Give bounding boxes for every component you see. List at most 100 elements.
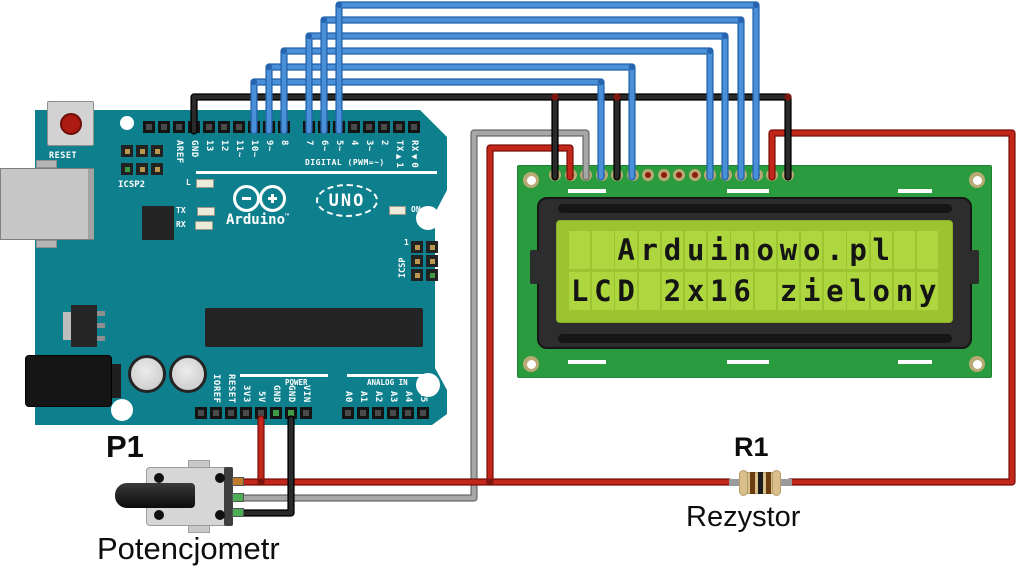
lcd-silk-dash [727,189,769,193]
arduino-pin-contact [213,410,219,416]
lcd-cell [893,231,916,269]
brand-trademark: ™ [285,212,290,221]
arduino-pin-contact [243,410,249,416]
arduino-pin-contact [351,124,357,130]
pin-label: 11~ [234,140,244,158]
icsp-pin-contact [154,166,160,172]
wire-bend-dot [628,63,636,71]
lcd-cell: l [847,272,869,310]
lcd-silk-dash [898,189,932,193]
pin-label: A0 [343,391,353,404]
capacitor-2 [169,355,207,393]
barrel-jack [25,355,112,407]
lcd-cell: z [777,272,800,310]
usb-connector [0,168,94,240]
icsp2-label: ICSP2 [118,180,146,190]
regulator-leg-2 [97,323,105,328]
arduino-pin-contact [266,124,272,130]
wire-junction-dot [551,93,559,101]
wire-bend-dot [721,32,729,40]
led-rx-label: RX [176,220,186,229]
arduino-pin-contact [306,124,312,130]
reset-button-cap [60,113,82,135]
potentiometer-backplate [224,467,233,526]
icsp-pin-contact [414,244,420,250]
pot-terminal-vcc [232,477,244,486]
lcd-mount-hole [526,175,536,185]
pin-label: A2 [373,391,383,404]
lcd-silk-dash [568,189,606,193]
lcd-cell: e [824,272,846,310]
arduino-pin-contact [345,410,351,416]
pot-screw-4 [215,510,225,520]
pin-label: 13 [204,140,214,152]
lcd-pin-hole [583,172,589,178]
lcd-pin-hole [707,172,713,178]
regulator-leg-1 [97,311,105,316]
lcd-bezel-groove-top [558,204,952,213]
barrel-jack-step [112,364,121,398]
pot-screw-1 [154,473,164,483]
lcd-cell: y [917,272,939,310]
arduino-pin-contact [336,124,342,130]
lcd-pin-hole [567,172,574,178]
icsp-pin-contact [124,148,130,154]
lcd-cell: r [638,231,660,269]
pin-label: A3 [388,391,398,404]
lcd-pin-hole [629,172,636,178]
resistor-band-1 [750,472,755,494]
lcd-cell: 1 [708,272,730,310]
led-tx [197,207,215,216]
pin-label: VIN [301,385,311,404]
icsp-pin-contact [139,148,145,154]
pot-screw-2 [215,473,225,483]
wire-bend-dot [335,1,343,9]
power-silkline [240,374,328,377]
wire-bend-dot [280,47,288,55]
arduino-pin-contact [390,410,396,416]
arduino-logo-plus-v [271,194,274,203]
lcd-cell: o [801,231,823,269]
arduino-pin-contact [258,410,264,416]
resistor-band-2 [758,472,763,494]
pin-label: RESET [226,373,236,404]
lcd-cell [638,272,660,310]
usb-interface-chip [142,206,174,240]
lcd-cell [917,231,939,269]
lcd-cell: i [708,231,730,269]
lcd-cell: p [847,231,869,269]
icsp-pin1-label: 1 [404,238,409,247]
lcd-pin-hole [738,172,744,178]
pin-label: 3V3 [241,385,251,404]
arduino-pin-contact [146,124,152,130]
analog-label: ANALOG IN [367,378,408,387]
pin-label: 4 [349,140,359,146]
wire-bend-dot [737,16,745,24]
arduino-pin-contact [198,410,204,416]
resistor-band-3 [766,472,771,494]
icsp-pin-contact [139,166,145,172]
icsp-pin-contact [124,166,130,172]
wire-pot-gnd [240,416,294,516]
digital-label: DIGITAL (PWM=~) [305,158,385,167]
icsp-pin-contact [154,148,160,154]
pin-label: 6~ [319,140,329,152]
led-rx [195,221,213,230]
lcd-cell: i [801,272,823,310]
lcd-cell: 6 [731,272,753,310]
arduino-pin-contact [176,124,182,130]
resistor-cap-left [739,470,748,496]
lcd-mount-hole [526,359,536,369]
arduino-pin-contact [375,410,381,416]
arduino-pin-contact [288,410,294,416]
led-l [196,179,214,188]
pot-screw-3 [154,510,164,520]
reset-button [47,101,94,146]
lcd-cell: L [569,272,591,310]
lcd-cell: D [615,272,637,310]
wire-bend-dot [265,63,273,71]
resistor-caption: Rezystor [686,501,801,533]
pin-label: AREF [174,140,184,164]
lcd-cell: o [870,272,892,310]
pin-label: GND [286,385,296,404]
